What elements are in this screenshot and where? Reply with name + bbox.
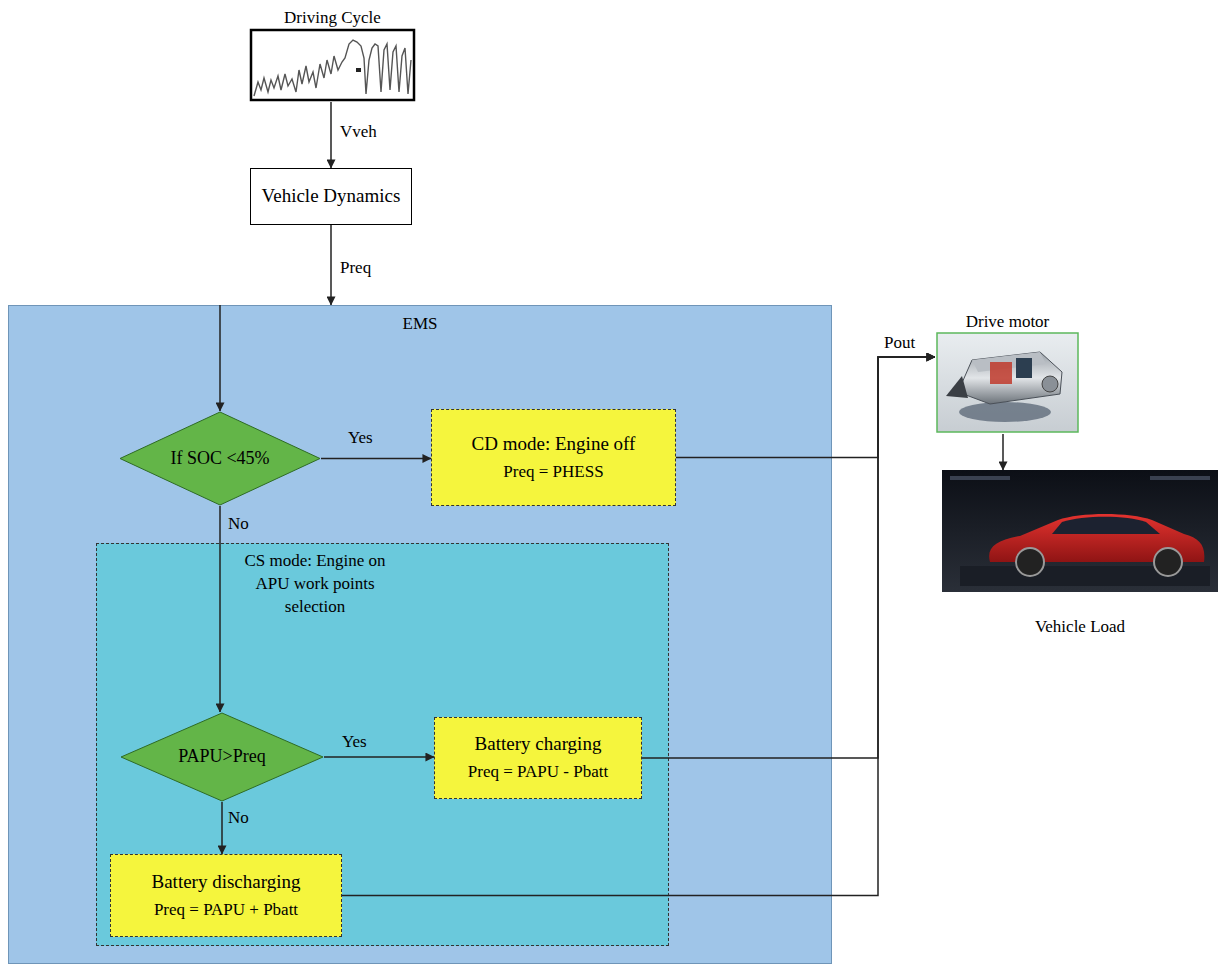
mode-region: CS mode: Engine on APU work points selec… [96, 543, 669, 946]
connector-line [342, 357, 935, 896]
drive-motor-picture [937, 333, 1078, 432]
edge-label-holder: No [228, 808, 249, 828]
flow-arrow [220, 225, 331, 411]
flow-arrow [222, 802, 223, 854]
picture-frame: Drive motor [935, 312, 1080, 434]
node-text: Drive motor [966, 312, 1050, 332]
flow-arrow [1003, 434, 1004, 470]
flow-arrow [342, 357, 935, 896]
flow-arrow [324, 757, 434, 758]
decision-diamond: PAPU>Preq [120, 712, 324, 802]
flow-arrow [642, 357, 935, 758]
edge-label: Yes [342, 732, 367, 752]
node-text: Preq = PAPU + Pbatt [154, 900, 298, 920]
node-text: CS mode: Engine on APU work points selec… [230, 550, 400, 619]
edge-label: Pout [884, 333, 915, 353]
edge-label-holder: Pout [884, 333, 915, 353]
node-text: Battery charging [475, 733, 602, 756]
edge-label: No [228, 514, 249, 534]
connector-line [330, 225, 332, 305]
connector-line [221, 802, 223, 854]
system-panel: EMS If SOC <45% CD mode: Engine offPreq = … [8, 305, 832, 964]
edge-label: Vveh [340, 122, 377, 142]
edge-label: Preq [340, 258, 371, 278]
connector-line [642, 357, 935, 758]
connector-line [219, 506, 221, 712]
edge-label: No [228, 808, 249, 828]
node-text: Vehicle Load [1035, 617, 1125, 637]
node-text: Battery discharging [152, 871, 301, 894]
flow-arrow [676, 357, 935, 458]
driving-cycle-chart [251, 30, 414, 100]
node-text: EMS [9, 314, 831, 334]
mode-box: Battery dischargingPreq = PAPU + Pbatt [110, 854, 342, 937]
node-text: If SOC <45% [170, 448, 269, 470]
node-text: Preq = PHESS [503, 462, 603, 482]
vehicle-load-picture [942, 470, 1218, 592]
node-text: PAPU>Preq [178, 746, 266, 768]
connector-line [1002, 434, 1004, 470]
edge-label: Yes [348, 428, 373, 448]
mode-box: CD mode: Engine offPreq = PHESS [431, 409, 676, 506]
edge-label-holder: Yes [342, 732, 367, 752]
flow-arrow [220, 506, 221, 712]
node-text: CD mode: Engine off [472, 433, 636, 456]
edge-label-holder: No [228, 514, 249, 534]
flow-arrow [321, 458, 431, 459]
edge-label-holder: Preq [340, 258, 371, 278]
node-text: Preq = PAPU - Pbatt [468, 762, 608, 782]
connector-line [324, 756, 434, 758]
connector-line [330, 102, 332, 168]
connector-line [219, 305, 221, 411]
decision-diamond: If SOC <45% [119, 411, 321, 506]
flow-arrow [331, 102, 332, 168]
picture-frame: Vehicle Load [942, 470, 1218, 645]
node-text: Driving Cycle [284, 8, 381, 28]
connector-line [676, 357, 935, 458]
node-text: Vehicle Dynamics [262, 185, 401, 208]
mode-box: Battery chargingPreq = PAPU - Pbatt [434, 717, 642, 799]
edge-label-holder: Vveh [340, 122, 377, 142]
connector-line [321, 458, 431, 460]
picture-frame: Driving Cycle [250, 8, 415, 102]
edge-label-holder: Yes [348, 428, 373, 448]
process-box: Vehicle Dynamics [250, 168, 412, 225]
